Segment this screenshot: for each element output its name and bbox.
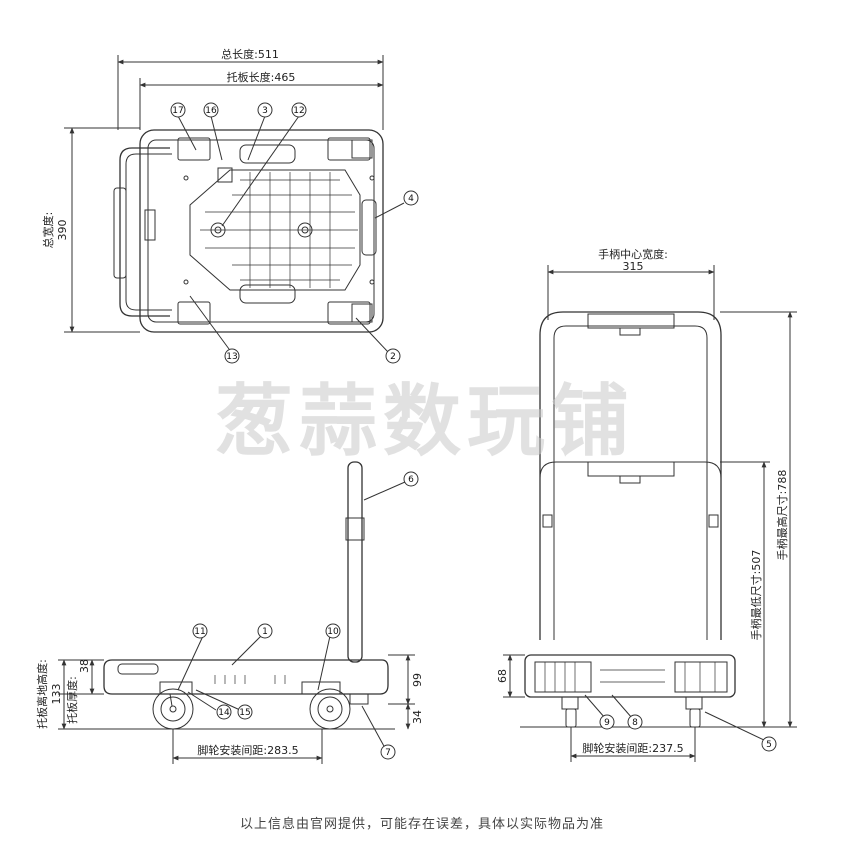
callout-11: 11 (194, 627, 205, 637)
front-view (503, 265, 797, 762)
callout-2: 2 (390, 352, 396, 362)
deck-thickness-value: 38 (78, 659, 91, 673)
front-height-68: 68 (496, 669, 509, 683)
watermark-text: 葱蒜数玩铺 (215, 377, 635, 467)
callout-8: 8 (632, 718, 638, 728)
caster-spacing-side-label: 脚轮安装间距:283.5 (197, 743, 298, 757)
deck-ground-height-label: 托板离地高度: (35, 659, 49, 729)
callout-1: 1 (262, 627, 268, 637)
callout-15: 15 (239, 708, 250, 718)
callout-9: 9 (604, 718, 610, 728)
top-view (64, 55, 405, 353)
deck-length-label: 托板长度:465 (227, 70, 296, 84)
deck-thickness-label: 托板厚度: (65, 676, 79, 724)
handle-center-width-value: 315 (623, 260, 644, 273)
callout-4: 4 (408, 194, 414, 204)
callout-12: 12 (293, 106, 304, 116)
callout-10: 10 (327, 627, 339, 637)
handle-center-width-label: 手柄中心宽度: (598, 247, 668, 261)
side-height-99: 99 (411, 673, 424, 687)
caster-spacing-front-label: 脚轮安装间距:237.5 (582, 741, 683, 755)
callout-3: 3 (262, 106, 268, 116)
side-height-34: 34 (411, 710, 424, 724)
callout-17: 17 (172, 106, 183, 116)
footer-disclaimer: 以上信息由官网提供，可能存在误差，具体以实际物品为准 (240, 816, 604, 832)
handle-min-height-label: 手柄最低尺寸:507 (749, 550, 763, 641)
overall-width-value: 390 (56, 220, 69, 241)
side-view (58, 461, 415, 764)
callout-13: 13 (226, 352, 237, 362)
callout-16: 16 (205, 106, 217, 116)
handle-max-height-label: 手柄最高尺寸:788 (775, 470, 789, 561)
callout-7: 7 (385, 748, 391, 758)
callout-5: 5 (766, 740, 772, 750)
overall-length-label: 总长度:511 (221, 47, 279, 61)
callout-6: 6 (408, 475, 414, 485)
deck-ground-height-value: 133 (50, 684, 63, 705)
callout-14: 14 (218, 708, 230, 718)
overall-width-label: 总宽度: (41, 212, 55, 249)
